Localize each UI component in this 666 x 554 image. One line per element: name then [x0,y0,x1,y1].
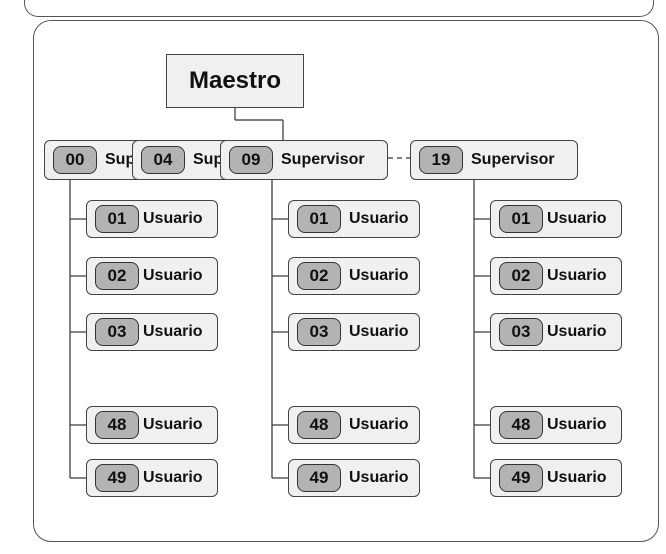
user-number: 49 [95,464,139,492]
master-node: Maestro [166,54,304,108]
user-number: 49 [297,464,341,492]
supervisor-label: Supervisor [281,151,365,168]
user-number: 01 [499,205,543,233]
user-number: 48 [95,411,139,439]
supervisor-number: 04 [141,146,185,174]
user-number: 02 [499,262,543,290]
user-label: Usuario [143,469,203,486]
user-number: 48 [499,411,543,439]
supervisor-number: 19 [419,146,463,174]
user-node: 49 Usuario [288,459,420,497]
user-label: Usuario [349,416,409,433]
supervisor-label: Supervisor [471,151,555,168]
supervisor-number: 00 [53,146,97,174]
user-node: 48 Usuario [288,406,420,444]
user-number: 02 [297,262,341,290]
user-number: 03 [95,318,139,346]
user-label: Usuario [143,416,203,433]
user-label: Usuario [547,323,607,340]
supervisor-node-19: 19 Supervisor [410,140,578,180]
master-label: Maestro [188,67,282,94]
user-label: Usuario [143,210,203,227]
user-label: Usuario [547,267,607,284]
user-number: 01 [95,205,139,233]
user-label: Usuario [547,469,607,486]
user-label: Usuario [547,416,607,433]
user-label: Usuario [143,267,203,284]
user-node: 01 Usuario [288,200,420,238]
user-label: Usuario [547,210,607,227]
user-label: Usuario [349,469,409,486]
user-label: Usuario [349,267,409,284]
user-node: 02 Usuario [288,257,420,295]
user-label: Usuario [349,323,409,340]
supervisor-node-09: 09 Supervisor [220,140,388,180]
supervisor-number: 09 [229,146,273,174]
user-node: 03 Usuario [288,313,420,351]
user-label: Usuario [143,323,203,340]
user-number: 02 [95,262,139,290]
user-number: 03 [499,318,543,346]
user-number: 01 [297,205,341,233]
user-label: Usuario [349,210,409,227]
user-number: 03 [297,318,341,346]
user-number: 49 [499,464,543,492]
user-number: 48 [297,411,341,439]
